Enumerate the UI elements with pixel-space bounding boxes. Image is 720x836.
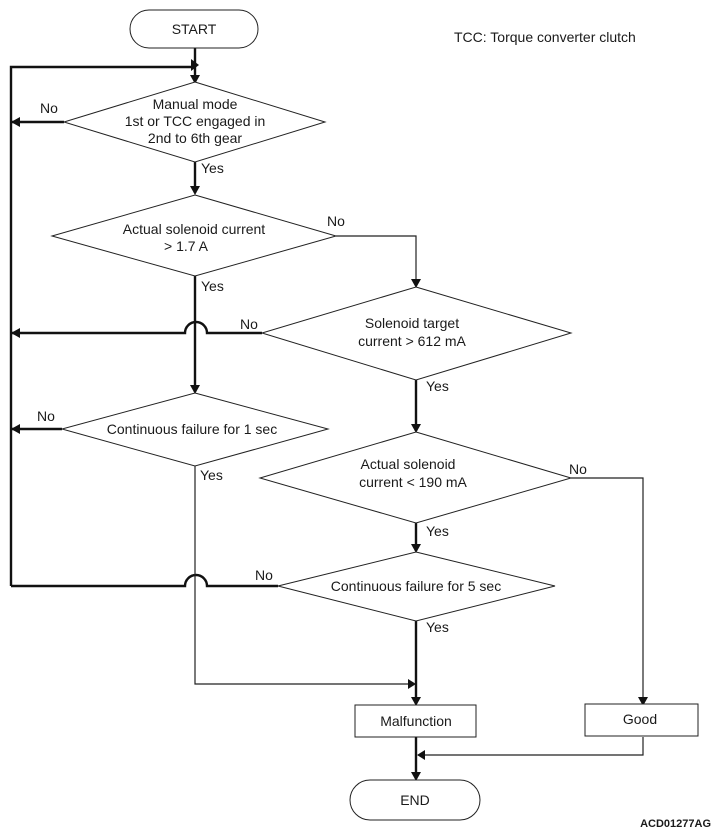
start-terminal [129, 9, 259, 49]
decision-manual-mode [62, 81, 327, 163]
d6-yes-label: Yes [426, 619, 449, 635]
decision-manual-mode-line1: Manual mode [153, 96, 238, 112]
arrow-into-d4 [190, 385, 200, 394]
arrow-d4-yes-into-malfunction-line [408, 679, 416, 689]
d5-no-label: No [569, 461, 587, 477]
arrow-into-end [411, 772, 421, 781]
decision-failure-1sec [60, 392, 330, 467]
decision-failure-5sec-line1: Continuous failure for 5 sec [331, 578, 501, 594]
arrow-into-d6 [411, 544, 421, 553]
malfunction-box [354, 704, 477, 738]
malfunction-label: Malfunction [380, 713, 452, 729]
arrow-into-good [638, 697, 648, 706]
d3-yes-label: Yes [426, 378, 449, 394]
d2-no-label: No [327, 213, 345, 229]
d4-no-label: No [37, 408, 55, 424]
d6-no-label: No [255, 567, 273, 583]
arrow-into-d1 [190, 75, 200, 84]
arrow-d1-no [11, 117, 20, 127]
decision-manual-mode-line3: 2nd to 6th gear [148, 130, 243, 146]
d5-no-line [571, 477, 644, 703]
arrow-d3-no [11, 328, 20, 338]
decision-manual-mode-line2: 1st or TCC engaged in [125, 113, 266, 129]
decision-failure-1sec-line1: Continuous failure for 1 sec [107, 421, 277, 437]
good-box [584, 703, 699, 737]
end-label: END [400, 792, 430, 808]
d5-yes-label: Yes [426, 523, 449, 539]
d3-no-label: No [240, 316, 258, 332]
d2-yes-label: Yes [201, 278, 224, 294]
d4-yes-label: Yes [200, 467, 223, 483]
decision-target-current [260, 286, 573, 381]
d4-yes-line [194, 466, 414, 685]
decision-failure-5sec [277, 551, 556, 622]
arrow-into-d2 [190, 186, 200, 195]
decision-actual-current-low [258, 431, 573, 524]
arrow-into-top-loop [191, 59, 199, 71]
arrow-good-into-end-line [417, 750, 425, 760]
arrow-into-d5 [411, 424, 421, 433]
start-label: START [172, 21, 217, 37]
abbreviation-note: TCC: Torque converter clutch [454, 29, 636, 45]
d2-no-line [336, 235, 417, 285]
d3-no-line [11, 320, 262, 335]
decision-actual-current-low-line1: Actual solenoid [361, 456, 456, 472]
d1-no-label: No [40, 100, 58, 116]
decision-actual-current-high [50, 194, 338, 277]
decision-target-current-line1: Solenoid target [365, 315, 459, 331]
good-label: Good [623, 711, 657, 727]
d6-no-line [11, 573, 278, 588]
decision-actual-current-low-line2: current < 190 mA [359, 474, 467, 490]
decision-actual-current-high-line1: Actual solenoid current [123, 221, 266, 237]
good-to-end-line [418, 737, 644, 756]
end-terminal [349, 779, 481, 821]
d1-yes-label: Yes [201, 160, 224, 176]
figure-code: ACD01277AG [640, 818, 711, 830]
decision-target-current-line2: current > 612 mA [358, 333, 466, 349]
loop-return-line [9, 65, 195, 586]
decision-actual-current-high-line2: > 1.7 A [164, 238, 209, 254]
arrow-into-d3 [411, 279, 421, 288]
arrow-d4-no [11, 424, 20, 434]
arrow-into-malfunction [411, 697, 421, 706]
